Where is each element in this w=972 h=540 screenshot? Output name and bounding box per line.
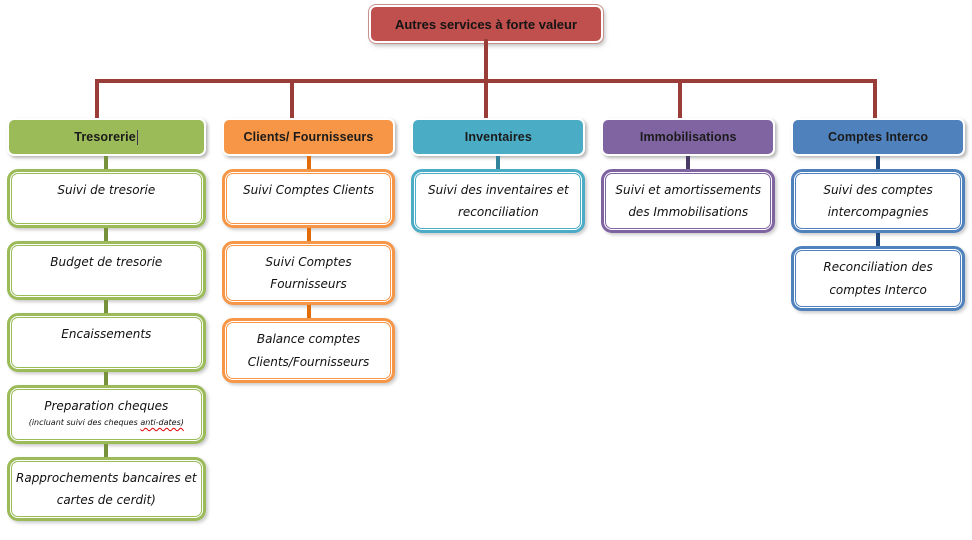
header-immobilisations[interactable]: Immobilisations	[601, 118, 776, 156]
node-label: Clients/Fournisseurs	[247, 354, 370, 369]
node-label: Suivi de tresorie	[57, 183, 156, 197]
node-suivi-de-tresorie[interactable]: Suivi de tresorie	[7, 169, 206, 228]
header-comptes-interco-label: Comptes Interco	[828, 130, 929, 144]
header-inventaires[interactable]: Inventaires	[411, 118, 586, 156]
node-suivi-amortissements[interactable]: Suivi et amortissements des Immobilisati…	[601, 169, 776, 234]
node-label: Preparation cheques	[44, 399, 169, 413]
connector-branch-tresorerie	[95, 79, 100, 118]
connector-root-vertical	[484, 39, 488, 80]
header-comptes-interco[interactable]: Comptes Interco	[791, 118, 965, 156]
node-label: des Immobilisations	[628, 205, 749, 220]
columns-row: Tresorerie Suivi de tresorie Budget de t…	[7, 118, 965, 522]
node-suivi-inventaires[interactable]: Suivi des inventaires et reconciliation	[411, 169, 586, 234]
node-label: Encaissements	[61, 327, 152, 341]
connector-segment	[104, 300, 109, 313]
node-label: Rapprochements bancaires et	[16, 471, 197, 485]
node-rapprochements-bancaires[interactable]: Rapprochements bancaires et cartes de ce…	[7, 457, 206, 522]
connector-segment	[686, 156, 691, 169]
node-label: Suivi Comptes	[265, 255, 352, 269]
root-node-autres-services[interactable]: Autres services à forte valeur	[369, 5, 603, 43]
connector-branch-inventaires	[484, 79, 488, 118]
header-clients-fournisseurs[interactable]: Clients/ Fournisseurs	[221, 118, 396, 156]
spellcheck-underline: anti-dates)	[140, 418, 184, 428]
node-suivi-comptes-clients[interactable]: Suivi Comptes Clients	[221, 169, 396, 228]
connector-segment	[496, 156, 501, 169]
node-label: Suivi des inventaires et	[427, 183, 569, 197]
column-comptes-interco: Comptes Interco Suivi des comptes interc…	[791, 118, 965, 521]
header-immobilisations-label: Immobilisations	[639, 130, 737, 144]
node-label: cartes de cerdit)	[56, 493, 156, 508]
node-suivi-comptes-fournisseurs[interactable]: Suivi Comptes Fournisseurs	[221, 241, 396, 306]
connector-segment	[104, 444, 109, 457]
connector-branch-immobilisations	[678, 79, 683, 118]
node-label: Budget de tresorie	[50, 255, 163, 269]
node-label: intercompagnies	[827, 205, 929, 220]
node-label: Fournisseurs	[270, 277, 347, 292]
node-label: Suivi des comptes	[823, 183, 933, 197]
node-subnote: (incluant suivi des cheques anti-dates)	[28, 418, 184, 428]
column-clients-fournisseurs: Clients/ Fournisseurs Suivi Comptes Clie…	[221, 118, 396, 521]
node-budget-de-tresorie[interactable]: Budget de tresorie	[7, 241, 206, 300]
column-immobilisations: Immobilisations Suivi et amortissements …	[601, 118, 776, 521]
connector-segment	[104, 372, 109, 385]
header-tresorerie[interactable]: Tresorerie	[7, 118, 206, 156]
header-clients-fournisseurs-label: Clients/ Fournisseurs	[243, 130, 374, 144]
connector-segment	[306, 156, 311, 169]
node-label: Suivi Comptes Clients	[243, 183, 374, 197]
connector-segment	[104, 228, 109, 241]
node-balance-comptes[interactable]: Balance comptes Clients/Fournisseurs	[221, 318, 396, 383]
connector-segment	[306, 305, 311, 319]
node-encaissements[interactable]: Encaissements	[7, 313, 206, 372]
connector-segment	[876, 156, 881, 169]
column-tresorerie: Tresorerie Suivi de tresorie Budget de t…	[7, 118, 206, 522]
column-inventaires: Inventaires Suivi des inventaires et rec…	[411, 118, 586, 521]
connector-branch-clients-fournisseurs	[289, 79, 294, 118]
node-suivi-comptes-intercompagnies[interactable]: Suivi des comptes intercompagnies	[791, 169, 965, 234]
connector-branch-comptes-interco	[872, 79, 877, 118]
node-preparation-cheques[interactable]: Preparation cheques (incluant suivi des …	[7, 385, 206, 444]
node-label: reconciliation	[457, 205, 539, 220]
node-label: Balance comptes	[256, 332, 361, 347]
connector-segment	[876, 233, 881, 247]
node-label: comptes Interco	[829, 282, 927, 297]
connector-segment	[306, 228, 311, 241]
node-label: Reconciliation des	[823, 260, 933, 275]
header-inventaires-label: Inventaires	[464, 130, 532, 144]
node-reconciliation-comptes-interco[interactable]: Reconciliation des comptes Interco	[791, 246, 965, 311]
connector-segment	[104, 156, 109, 169]
text-cursor	[136, 129, 139, 145]
header-tresorerie-label: Tresorerie	[74, 130, 136, 144]
node-label: Suivi et amortissements	[615, 183, 761, 197]
root-node-label: Autres services à forte valeur	[394, 16, 578, 32]
